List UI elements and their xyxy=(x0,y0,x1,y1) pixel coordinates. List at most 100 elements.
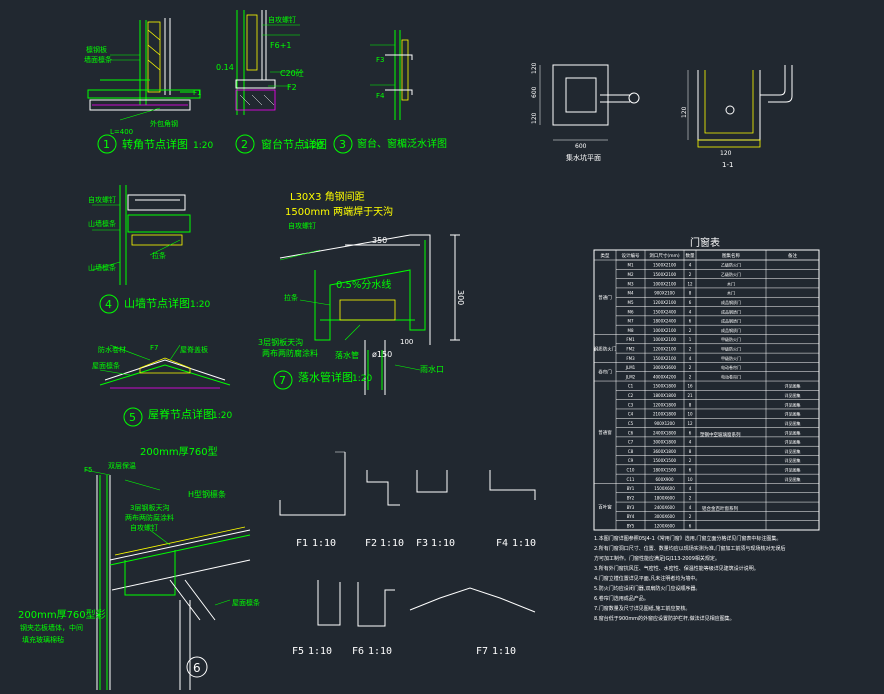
table-cell: BY5 xyxy=(627,523,635,528)
d4-title: 山墙节点详图 xyxy=(124,296,190,310)
d1-label-4: L=400 xyxy=(110,128,133,136)
d2-circle xyxy=(235,134,255,154)
d1-label-1: 墙面檩条 xyxy=(84,55,112,64)
profile-f6-shape xyxy=(357,582,395,627)
d7-label-12: 100 xyxy=(400,338,413,346)
table-cell: 4 xyxy=(689,486,692,491)
table-cell: 2 xyxy=(689,374,692,379)
table-cell: 1500X1800 xyxy=(653,384,677,389)
profile-f2-scale: 1:10 xyxy=(380,538,404,549)
d7-label-0: L30X3 角钢间距 xyxy=(290,190,365,203)
table-cell: M4 xyxy=(628,291,634,296)
table-cell: 2 xyxy=(689,365,692,370)
table-cell: 甲级防火门 xyxy=(721,345,741,351)
d4-circle xyxy=(99,294,119,314)
profile-f5-scale: 1:10 xyxy=(308,646,332,657)
table-cell: 4 xyxy=(689,440,692,445)
d2-label-1: F6+1 xyxy=(270,41,291,50)
d4-label-3: 山墙檩条 xyxy=(88,263,116,272)
table-cell: C5 xyxy=(628,421,634,426)
table-cell: C8 xyxy=(628,449,634,454)
profile-f7-label: F7 xyxy=(476,646,488,657)
table-cell: 详见图集 xyxy=(785,401,801,407)
table-cell: 详见图集 xyxy=(785,439,801,445)
table-cell: 2 xyxy=(689,328,692,333)
pit-plan-outer xyxy=(552,64,609,126)
table-cell: 详见图集 xyxy=(785,448,801,454)
table-group-label: 普通窗 xyxy=(598,429,612,436)
table-cell: C4 xyxy=(628,412,634,417)
window-series-note: 塑钢中空玻璃窗系列 xyxy=(700,431,741,438)
table-cell: 4 xyxy=(689,263,692,268)
d6-label-4: 两布两防腐涂料 xyxy=(125,513,174,522)
table-cell: FM2 xyxy=(626,346,635,351)
table-cell: M8 xyxy=(628,328,634,333)
table-cell: C2 xyxy=(628,393,634,398)
detail-3-flashing: F3 F4 3 窗台、窗楣泛水详图 xyxy=(333,30,447,154)
table-cell: 8 xyxy=(689,402,692,407)
table-cell: 1200X2100 xyxy=(653,346,677,351)
table-cell: 3000X600 xyxy=(654,514,675,519)
table-note: 4.门窗立樘位置详见平面,凡未注明者均为墙中。 xyxy=(594,575,700,582)
profile-f3-label: F3 xyxy=(416,538,428,549)
table-cell: 4 xyxy=(689,309,692,314)
table-cell: M2 xyxy=(628,272,634,277)
d5-label-3: F7 xyxy=(150,344,158,352)
table-cell: 详见图集 xyxy=(785,429,801,435)
table-cell: 乙级防火门 xyxy=(721,262,741,268)
pit-dim-0: 120 xyxy=(531,62,538,74)
table-cell: M5 xyxy=(628,300,634,305)
d1-num: 1 xyxy=(103,138,110,151)
d6-label-2: H型钢檩条 xyxy=(188,489,226,499)
profile-f4-scale: 1:10 xyxy=(512,538,536,549)
table-cell: 12 xyxy=(687,281,693,286)
table-cell: 1800X1800 xyxy=(653,393,677,398)
d6-bottom-note: 200mm厚760型彩 xyxy=(18,608,106,621)
table-cell: 电动卷帘门 xyxy=(721,373,741,379)
d7-label-4: 0.5%分水线 xyxy=(336,278,391,291)
table-note: 1.本图门窗详图参照05J4-1《常用门窗》选用,门窗立面分格详见门窗表中标注图… xyxy=(594,535,781,542)
d7-label-1: 1500mm 两端焊于天沟 xyxy=(285,205,393,218)
d4-label-0: 自攻螺钉 xyxy=(88,195,116,204)
d5-scale: 1:20 xyxy=(212,411,232,421)
d2-label-0: 自攻螺钉 xyxy=(268,15,296,24)
table-cell: BY3 xyxy=(627,505,635,510)
d6-label-0: 200mm厚760型 xyxy=(140,445,218,458)
d2-label-4: 0.14 xyxy=(216,63,234,72)
table-cell: 1800X1500 xyxy=(653,468,677,473)
profile-f6-scale: 1:10 xyxy=(368,646,392,657)
profile-f7-scale: 1:10 xyxy=(492,646,516,657)
table-cell: 1200X1800 xyxy=(653,402,677,407)
table-cell: 6 xyxy=(689,319,692,324)
table-cell: M1 xyxy=(628,263,634,268)
profile-f3-scale: 1:10 xyxy=(431,538,455,549)
table-cell: M3 xyxy=(628,281,634,286)
table-cell: 1200X2100 xyxy=(653,300,677,305)
table-cell: C3 xyxy=(628,402,634,407)
profile-f5-label: F5 xyxy=(292,646,304,657)
table-cell: 21 xyxy=(687,393,693,398)
table-cell: 甲级防火门 xyxy=(721,336,741,342)
table-group-label: 钢质防火门 xyxy=(594,345,617,352)
d5-label-1: 屋脊盖板 xyxy=(180,345,208,354)
profile-f1-scale: 1:10 xyxy=(312,538,336,549)
profile-f4-shape xyxy=(489,470,536,500)
d6-circle xyxy=(186,656,208,678)
table-title: 门窗表 xyxy=(690,236,720,249)
table-notes: 1.本图门窗详图参照05J4-1《常用门窗》选用,门窗立面分格详见门窗表中标注图… xyxy=(594,535,785,622)
louver-series-note: 铝合金百叶窗系列 xyxy=(702,505,738,512)
table-cell: FM3 xyxy=(626,356,635,361)
table-header-cell: 图集名称 xyxy=(722,252,740,259)
table-cell: 16 xyxy=(687,384,693,389)
table-grid xyxy=(594,250,819,531)
table-note: 方可加工制作。门窗性能应满足JGJ113-2009相关规定。 xyxy=(594,555,720,562)
table-header-cell: 类型 xyxy=(601,252,610,259)
table-cell: 4 xyxy=(689,356,692,361)
table-cell: 4000X4200 xyxy=(653,374,677,379)
d7-label-9: ø150 xyxy=(372,350,392,359)
d7-label-7: 两布两防腐涂料 xyxy=(262,348,318,358)
d4-label-2: 拉条 xyxy=(152,251,166,260)
